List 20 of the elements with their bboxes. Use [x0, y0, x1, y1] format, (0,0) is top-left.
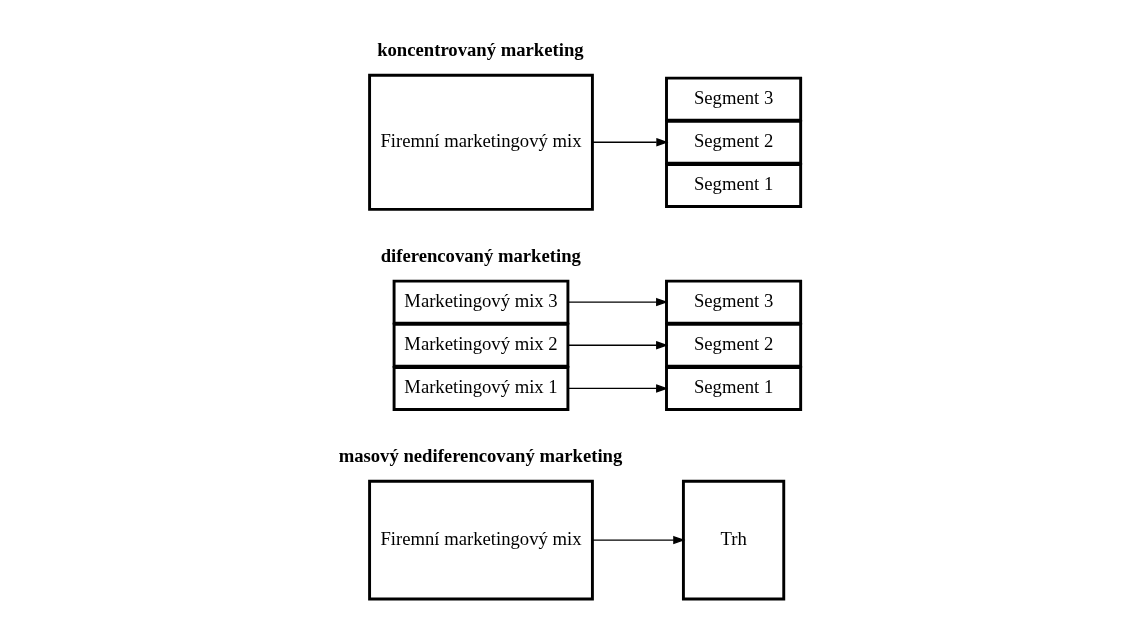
- label: masový nediferencovaný marketing: [338, 444, 622, 466]
- node-box: Firemní marketingový mix: [367, 73, 594, 211]
- arrow: [566, 297, 668, 307]
- label: diferencovaný marketing: [380, 245, 581, 267]
- node-box: Firemní marketingový mix: [367, 479, 594, 601]
- node-box: Marketingový mix 2: [392, 322, 569, 368]
- arrow: [591, 138, 668, 147]
- node-box: Segment 2: [664, 119, 802, 165]
- node-box: Trh: [681, 479, 785, 601]
- node-box: Segment 3: [664, 76, 802, 122]
- node-box: Segment 3: [664, 279, 802, 325]
- node-box: Marketingový mix 1: [392, 365, 569, 411]
- node-box: Marketingový mix 3: [392, 279, 569, 325]
- node-box: Segment 1: [664, 365, 802, 411]
- node-box: Segment 2: [664, 322, 802, 368]
- arrow: [591, 535, 685, 545]
- arrow: [566, 384, 668, 393]
- arrow: [566, 341, 668, 350]
- label: koncentrovaný marketing: [376, 38, 584, 60]
- node-box: Segment 1: [664, 162, 802, 208]
